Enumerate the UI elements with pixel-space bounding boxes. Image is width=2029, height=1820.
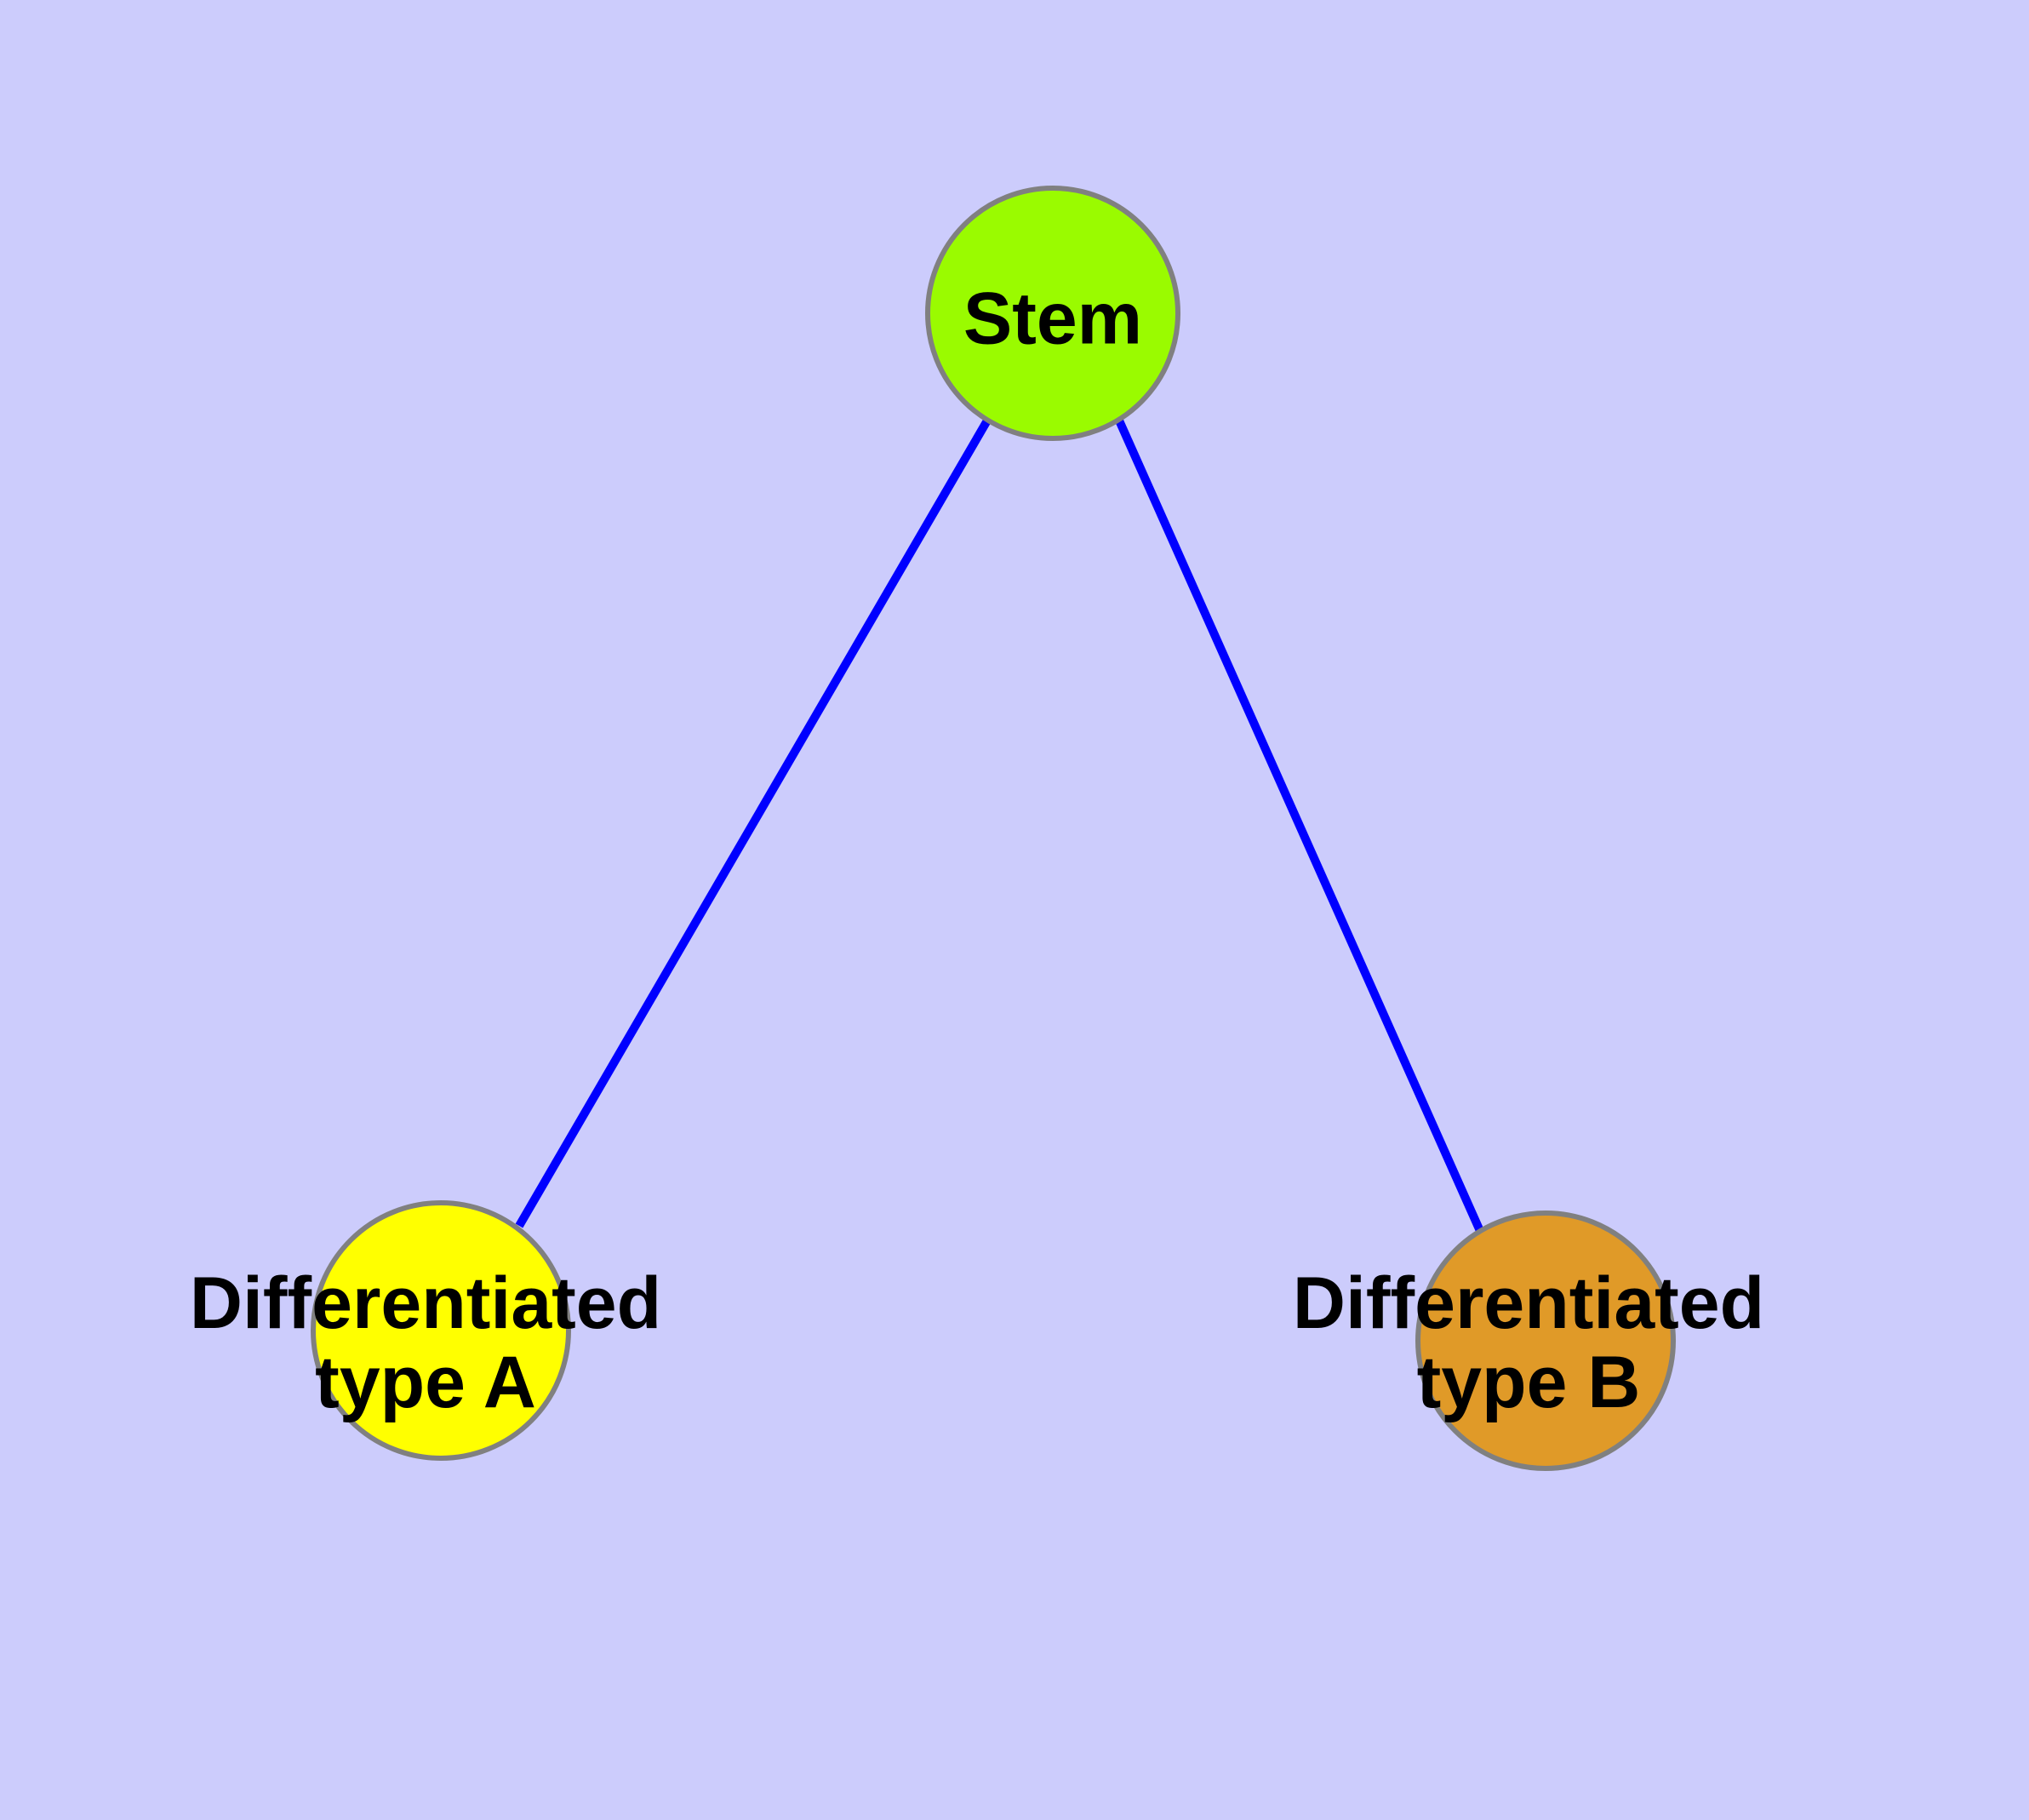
node-layer xyxy=(311,186,1676,1471)
edge-layer xyxy=(515,418,1484,1233)
edge-stem-to-differentiated-type-b[interactable] xyxy=(1115,418,1484,1233)
node-differentiated-type-b[interactable] xyxy=(1415,1210,1676,1471)
node-differentiated-type-a[interactable] xyxy=(311,1200,571,1461)
node-stem[interactable] xyxy=(925,186,1180,441)
edge-stem-to-differentiated-type-a[interactable] xyxy=(515,418,992,1228)
